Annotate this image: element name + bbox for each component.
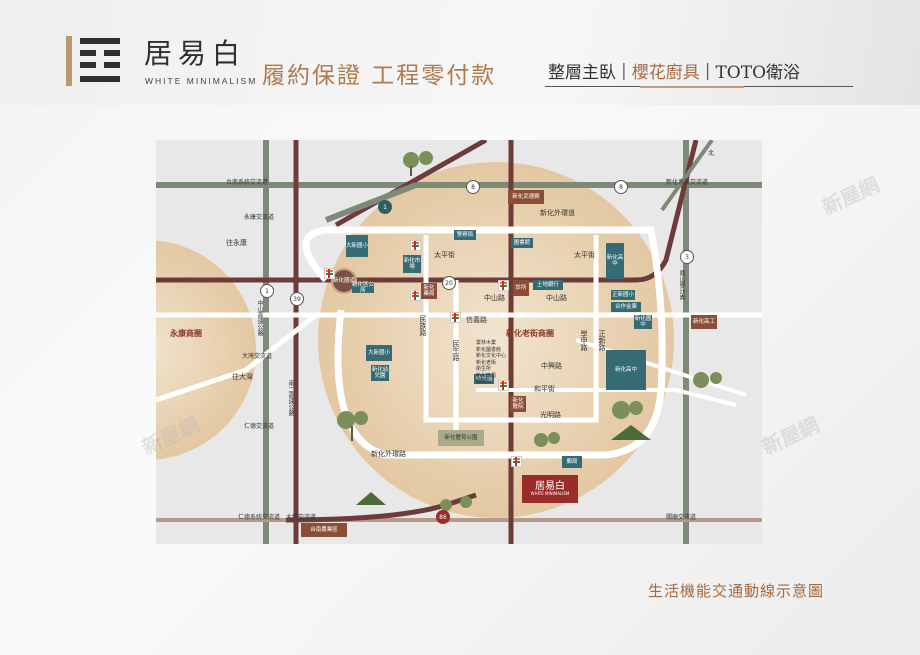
convenience-store-icon — [511, 456, 522, 467]
poi-middle: 新化國中 — [634, 315, 652, 329]
poi-elem-left: 大新國小 — [346, 235, 368, 257]
ic-guanmiao: 關廟交流道 — [666, 514, 697, 521]
poi-daxin-elem: 大新國小 — [366, 345, 392, 361]
poi-kindergarten: 幼兒園 — [474, 374, 494, 384]
project-name: 居易白 — [535, 481, 565, 493]
brand-name-en: WHITE MINIMALISM — [145, 76, 258, 86]
road-label-zhongshan-hwy: 中山高速公路 — [256, 300, 263, 336]
road-label-minsheng: 民生路 — [452, 340, 460, 361]
poi-agri-area: 台南農業區 — [301, 523, 347, 537]
poi-district-office: 新化區公所 — [352, 281, 375, 294]
ic-rende: 仁德交流道 — [244, 423, 275, 430]
route-shield-86: 86 — [436, 510, 450, 524]
ic-daxin: 大新交流道 — [286, 514, 317, 521]
poi-list-item: 衛生所 — [476, 366, 492, 372]
poi-list-item: 新化圖書館 — [476, 346, 502, 353]
convenience-store-icon — [410, 290, 421, 301]
tree-icon — [337, 151, 722, 511]
district-yongkang: 永康商圈 — [170, 329, 202, 338]
xinhua-zone — [318, 162, 674, 518]
road-label-heping: 和平街 — [534, 385, 555, 393]
convenience-store-icon — [498, 380, 509, 391]
ic-tainan-sys: 台南系統交流道 — [226, 179, 269, 186]
road-label-xinyi: 信義路 — [466, 316, 487, 324]
poi-post: 郵局 — [562, 456, 582, 468]
route-shield-1b: 1 — [378, 200, 392, 214]
road-label-zhengxin: 正新路 — [598, 330, 606, 351]
project-marker: 居易白 WHITE MINIMALISM — [522, 475, 578, 503]
poi-market: 新化市場 — [403, 255, 421, 273]
poi-gym: 新化體育公園 — [438, 430, 484, 446]
watermark: 新屋網 — [818, 172, 883, 220]
poi-xinhua-high: 新化高中 — [606, 350, 646, 390]
poi-temple: 新化武德殿 — [508, 190, 544, 204]
route-shield-8: 8 — [466, 180, 480, 194]
poi-clinic: 診所 — [513, 280, 529, 296]
poi-library: 圖書館 — [511, 238, 533, 248]
road-label-taiping-e: 太平街 — [574, 251, 595, 259]
poi-police: 警察局 — [454, 230, 476, 240]
route-shield-20: 20 — [442, 276, 456, 290]
route-shield-1: 1 — [260, 284, 274, 298]
poi-vocational: 新化高工 — [691, 315, 717, 329]
poi-hospital: 新化醫院 — [510, 396, 526, 412]
ic-rende-sys: 仁德系統交流道 — [238, 514, 281, 521]
feature-list: 整層主臥 | 櫻花廚具 | TOTO衛浴 — [548, 58, 801, 84]
road-label-southern-hwy: 南二高速公路 — [287, 380, 294, 416]
feature-underline-accent — [640, 86, 744, 88]
poi-kids: 新化幼兒園 — [371, 365, 389, 381]
feature-separator: | — [621, 60, 627, 81]
poi-zhengxin-elem: 正新國小 — [611, 290, 635, 300]
route-shield-3: 3 — [680, 250, 694, 264]
feature-bathroom: TOTO衛浴 — [715, 63, 801, 83]
page-header: 居易白 WHITE MINIMALISM 履約保證 工程零付款 整層主臥 | 櫻… — [0, 0, 920, 105]
watermark: 新屋網 — [758, 412, 823, 460]
road-label-minzu: 民族路 — [419, 315, 427, 336]
road-label-to-dawan: 往大灣 — [232, 373, 253, 381]
road-label-zhongxing: 中興路 — [541, 362, 562, 370]
poi-pharmacy: 新化藥局 — [421, 283, 437, 299]
ic-yongkang: 永康交流道 — [244, 214, 275, 221]
road-label-zhongshan-w: 中山路 — [484, 294, 505, 302]
slogan: 履約保證 工程零付款 — [262, 63, 497, 89]
poi-bank2: 合作金庫 — [611, 302, 641, 312]
ic-xinhua-sys: 新化系統交流道 — [666, 179, 709, 186]
road-label-to-yongkang: 往永康 — [226, 239, 247, 247]
north-indicator: 北 — [708, 150, 715, 157]
district-xinhua-oldstreet: 新化老街商圈 — [506, 329, 554, 338]
road-label-taiping-w: 太平街 — [434, 251, 455, 259]
brand-name-cn: 居易白 — [144, 37, 247, 70]
poi-list-item: 新化老街 — [476, 359, 497, 366]
poi-high-north: 新化高中 — [606, 243, 624, 279]
convenience-store-icon — [410, 240, 421, 251]
poi-list-item: 新化文化中心 — [476, 353, 507, 359]
location-map: 永康商圈 新化老街商圈 新化外環道 新化外環路 太平街 太平街 中山路 中山路 … — [156, 140, 762, 544]
convenience-store-icon — [498, 280, 509, 291]
feature-master-bedroom: 整層主臥 — [548, 63, 616, 83]
xinhua-interchange-station: 新化國道 — [331, 268, 357, 294]
road-label-fenghan: 鳳山寮沙崙 — [678, 270, 685, 300]
road-label-ring: 新化外環道 — [540, 209, 575, 217]
ic-dawan: 大灣交流道 — [242, 353, 273, 360]
road-label-zhongshan-e: 中山路 — [546, 294, 567, 302]
poi-list-center: 雲林木業 新化圖書館 新化文化中心 新化老街 衛生所 新化藥局 郵政局 — [476, 340, 506, 386]
convenience-store-icon — [324, 268, 335, 279]
poi-list-item: 郵政局 — [476, 379, 492, 385]
road-label-guangming: 光明路 — [540, 411, 561, 419]
poi-list-item: 新化藥局 — [476, 372, 497, 379]
map-caption: 生活機能交通動線示意圖 — [648, 582, 825, 600]
poi-list-item: 雲林木業 — [476, 340, 497, 346]
feature-separator: | — [704, 60, 711, 81]
map-base — [156, 140, 762, 544]
brand-logo-icon — [66, 36, 120, 86]
poi-bank1: 土地銀行 — [533, 280, 563, 290]
road-label-ring-south: 新化外環路 — [371, 450, 406, 458]
route-shield-39: 39 — [290, 292, 304, 306]
feature-kitchen: 櫻花廚具 — [631, 63, 700, 83]
road-label-xuejia: 學甲路 — [580, 330, 588, 351]
route-shield-8b: 8 — [614, 180, 628, 194]
project-sub: WHITE MINIMALISM — [530, 491, 570, 497]
yongkang-zone — [156, 240, 256, 460]
convenience-store-icon — [450, 312, 461, 323]
